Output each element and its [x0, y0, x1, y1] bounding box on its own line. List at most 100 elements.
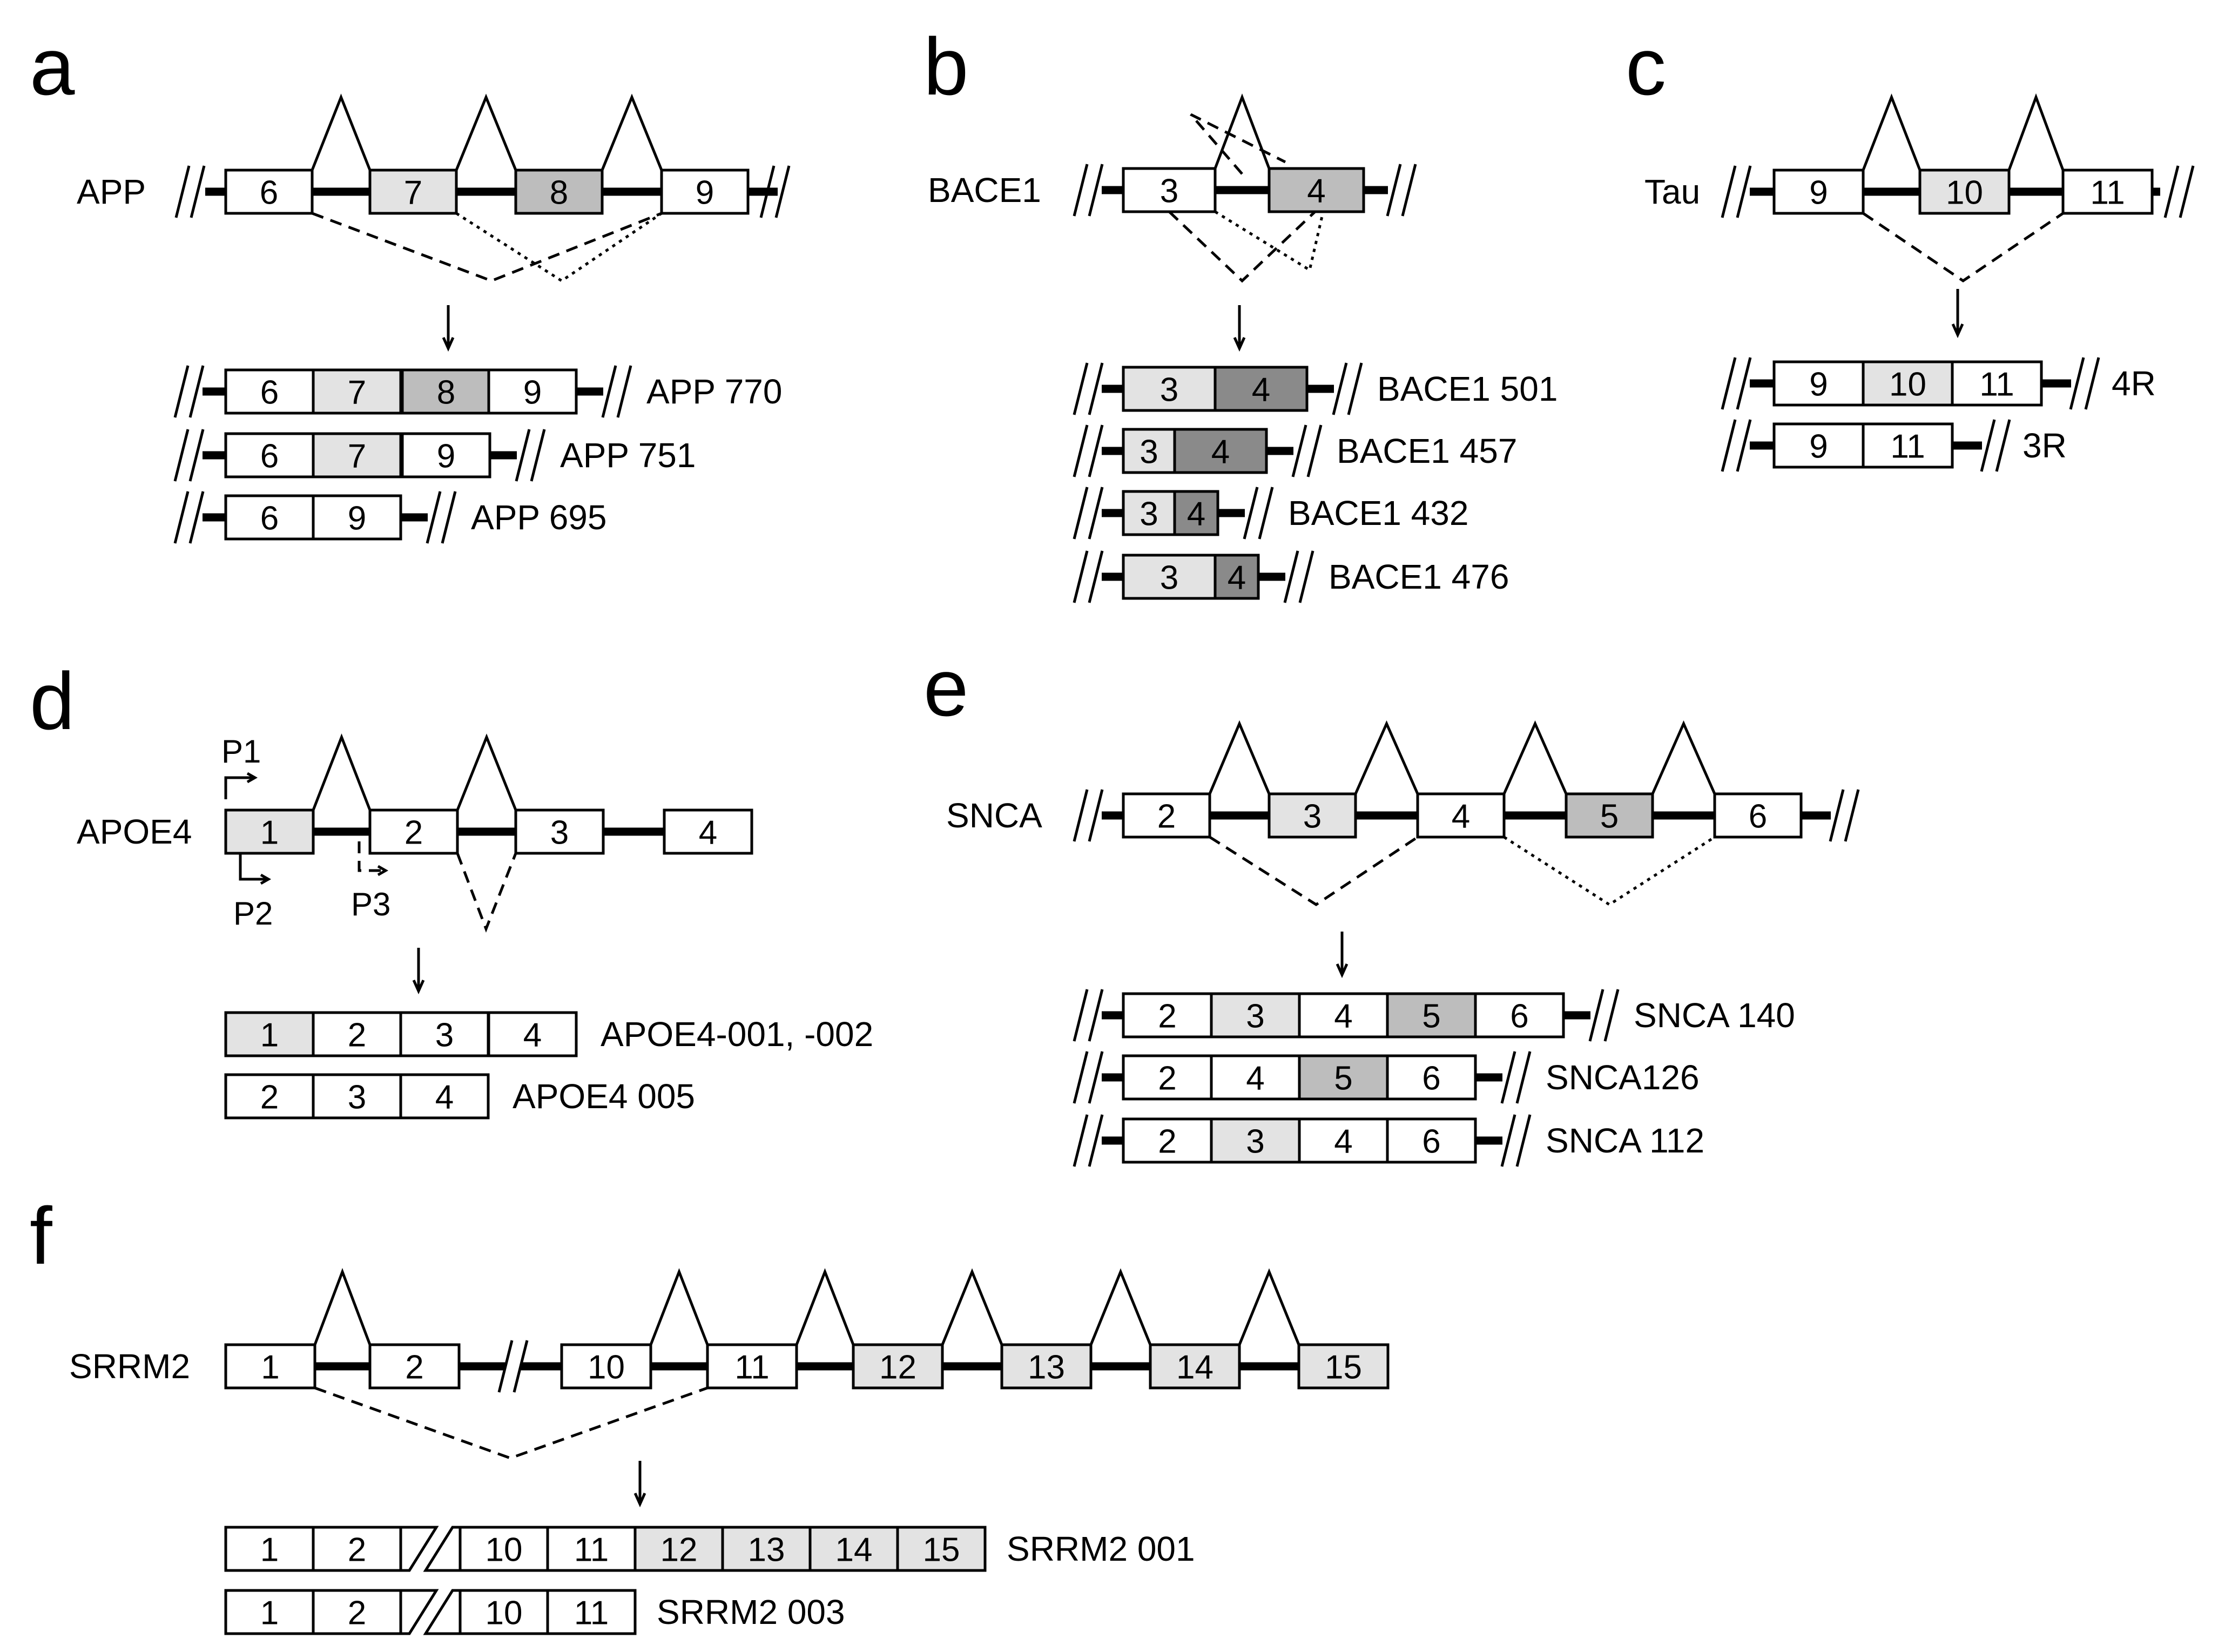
splice-junction: [2007, 93, 2065, 171]
exon-label: 4: [435, 1079, 454, 1116]
gene-label: BACE1: [928, 171, 1041, 210]
exon: [224, 808, 315, 855]
exon: [1122, 1117, 1213, 1164]
exon-label: 4: [1307, 173, 1325, 210]
exon-label: 6: [260, 374, 279, 412]
exon-label: 9: [696, 174, 714, 212]
exon-break: [399, 1526, 439, 1572]
break-marks: [1736, 165, 1752, 218]
splice-junction: [601, 93, 663, 171]
exon-label: 2: [405, 1349, 423, 1386]
break-marks: [1500, 1114, 1516, 1167]
gene-label: SRRM2: [69, 1347, 190, 1386]
exon: [1386, 1117, 1477, 1164]
exon: [514, 168, 604, 215]
break-marks: [1332, 362, 1348, 415]
exon-label: 10: [1946, 174, 1983, 212]
isoform-label: SNCA126: [1546, 1058, 1700, 1097]
exon: [1122, 490, 1176, 536]
exon-label: 3: [1160, 559, 1178, 597]
exon-label: 3: [348, 1079, 366, 1116]
exon: [224, 432, 315, 478]
exon: [1122, 428, 1176, 474]
break-marks: [441, 491, 457, 544]
isoform-label: BACE1 476: [1329, 557, 1509, 596]
isoform-label: APP 770: [646, 372, 782, 411]
exon-skip: [314, 1386, 708, 1460]
break-marks: [188, 429, 205, 482]
exon: [1122, 792, 1211, 839]
break-marks: [1073, 789, 1089, 842]
panel-label: e: [923, 642, 968, 733]
gene-label: APOE4: [77, 812, 192, 851]
arrow-down-head: [1233, 336, 1246, 352]
arrow-down-head: [412, 979, 425, 995]
arrow-down-head: [1336, 963, 1349, 979]
exon-label: 1: [260, 814, 279, 852]
break-marks: [601, 365, 617, 418]
exon: [312, 368, 402, 415]
exon-label: 14: [835, 1532, 873, 1569]
exon: [1713, 792, 1803, 839]
break-marks: [174, 165, 191, 218]
exon-label: 4: [1252, 372, 1270, 409]
exon: [1772, 168, 1865, 215]
exon-label: 9: [1809, 366, 1828, 403]
exon-label: 1: [260, 1532, 279, 1569]
exon-label: 3: [1303, 798, 1322, 835]
exon: [1918, 168, 2011, 215]
isoform-label: APP 695: [471, 498, 606, 537]
exon-label: 6: [260, 500, 279, 537]
break-marks: [1073, 362, 1089, 415]
exon-label: 13: [1028, 1349, 1065, 1386]
exon: [487, 368, 578, 415]
exon: [2061, 168, 2154, 215]
exon: [663, 808, 753, 855]
exon-label: 9: [348, 500, 366, 537]
exon-label: 11: [734, 1349, 769, 1386]
exon: [1951, 360, 2043, 407]
isoform-label: SRRM2 001: [1007, 1529, 1195, 1568]
isoform-label: SNCA 140: [1634, 996, 1795, 1035]
break-marks: [2179, 165, 2195, 218]
exon: [1862, 422, 1954, 469]
exon: [1297, 1343, 1390, 1390]
exon: [224, 1343, 316, 1390]
break-marks: [1386, 164, 1402, 217]
exon: [1122, 167, 1217, 213]
break-marks: [1258, 487, 1274, 540]
exon: [1122, 992, 1213, 1039]
break-marks: [1073, 989, 1089, 1042]
exon: [706, 1343, 798, 1390]
splice-junction: [1354, 720, 1419, 795]
exon-label: 13: [748, 1532, 785, 1569]
exon-label: 10: [486, 1532, 523, 1569]
exon-label: 2: [1158, 998, 1176, 1035]
exon-label: 4: [523, 1017, 542, 1054]
intron-gap: [505, 1345, 521, 1388]
isoform-label: 3R: [2023, 426, 2067, 465]
break-marks: [1995, 419, 2011, 472]
exon: [1268, 792, 1357, 839]
break-marks: [1736, 419, 1752, 472]
break-marks: [173, 491, 190, 544]
exon-skip: [1209, 835, 1419, 906]
exon-label: 10: [486, 1595, 523, 1632]
arrow-down-head: [633, 1492, 646, 1508]
break-marks: [1401, 164, 1417, 217]
break-marks: [1243, 487, 1259, 540]
exon: [1122, 1054, 1213, 1101]
break-marks: [190, 165, 206, 218]
break-marks: [1829, 789, 1845, 842]
exon: [1122, 366, 1217, 412]
exon-label: 3: [1140, 434, 1158, 471]
exon-label: 3: [550, 814, 569, 852]
break-marks: [1721, 357, 1737, 410]
exon-label: 2: [348, 1532, 366, 1569]
splice-junction: [1502, 720, 1568, 795]
exon-skip: [1862, 212, 2064, 283]
promoter-arrow: [358, 841, 385, 872]
exon: [1474, 992, 1565, 1039]
